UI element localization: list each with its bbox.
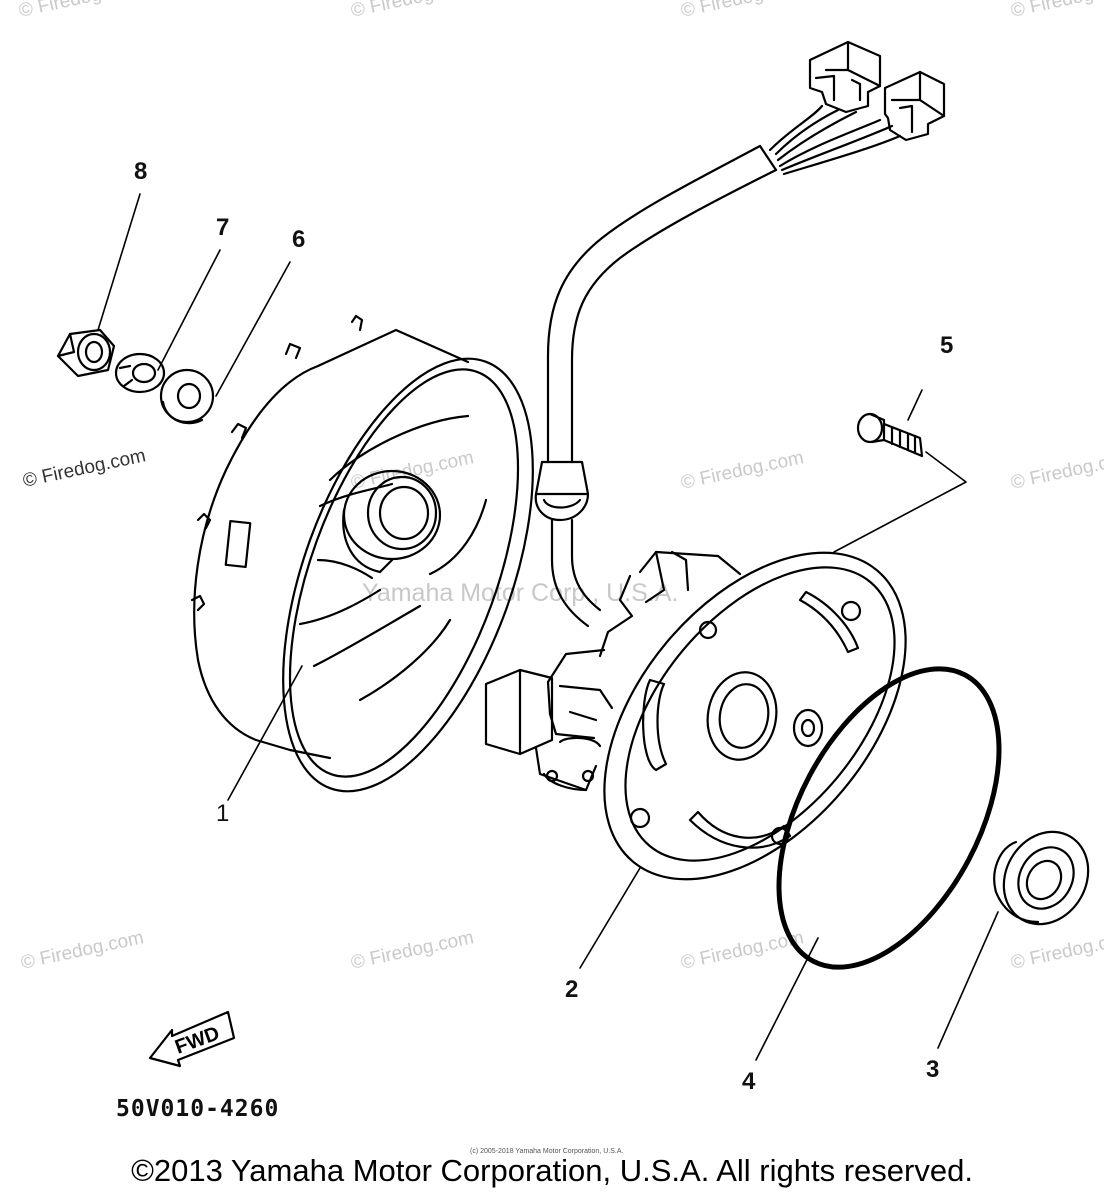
- stator-drawing: [484, 550, 907, 881]
- callout-4: 4: [742, 1068, 756, 1095]
- leader-lines: [97, 193, 999, 1061]
- callout-6: 6: [292, 226, 306, 253]
- wire-connector-drawing: [768, 40, 946, 176]
- forward-direction-arrow: FWD: [148, 1010, 236, 1068]
- callout-7: 7: [216, 214, 230, 241]
- rotor-flywheel-drawing: [190, 314, 534, 793]
- small-copyright-notice: (c) 2005-2018 Yamaha Motor Corporation, …: [470, 1148, 624, 1155]
- diagram-code: 50V010-4260: [116, 1096, 280, 1122]
- callout-1: 1: [216, 800, 230, 827]
- o-ring-drawing: [776, 666, 1002, 970]
- oil-seal-drawing: [993, 830, 1090, 926]
- nut-drawing: [56, 328, 116, 378]
- center-watermark: Yamaha Motor Corp., U.S.A.: [362, 579, 679, 607]
- screw-drawing: [856, 412, 924, 458]
- callout-5: 5: [940, 332, 954, 359]
- copyright-footer: ©2013 Yamaha Motor Corporation, U.S.A. A…: [131, 1153, 973, 1188]
- callout-3: 3: [926, 1056, 940, 1083]
- washer-drawing: [159, 368, 215, 425]
- callout-8: 8: [134, 158, 148, 185]
- lead-wire-cable: [534, 144, 778, 628]
- callout-2: 2: [565, 976, 579, 1003]
- lock-washer-drawing: [114, 352, 166, 394]
